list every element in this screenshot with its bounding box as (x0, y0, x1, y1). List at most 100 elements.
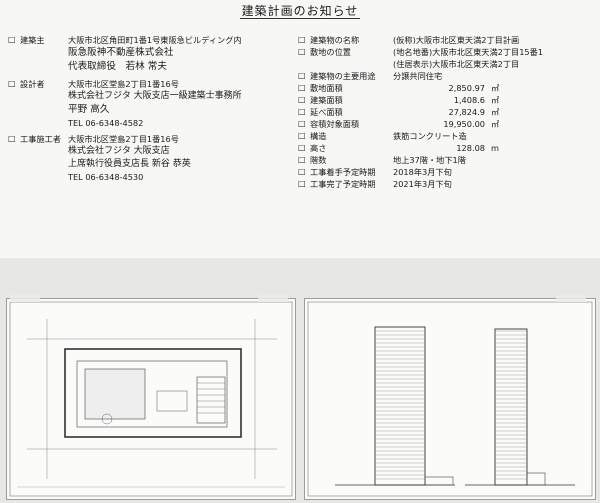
constructor-person-row: 上席執行役員支店長 新谷 恭英 (8, 158, 298, 171)
info-value-group: 鉄筋コンクリート造 (393, 130, 467, 142)
constructor-company: 株式会社フジタ 大阪支店 (68, 146, 170, 156)
checkbox-icon: □ (298, 167, 306, 176)
info-value: 1,408.6 (453, 95, 485, 105)
designer-address: 大阪市北区堂島2丁目1番16号 (68, 79, 179, 89)
info-label: 容積対象面積 (310, 119, 360, 129)
checkbox-icon: □ (298, 107, 306, 116)
info-label: 建築面積 (310, 95, 343, 105)
info-label: 建築物の名称 (310, 35, 360, 45)
drawings-board (0, 258, 600, 503)
info-value-group: (住居表示)大阪市北区東天満2丁目 (393, 58, 519, 70)
checkbox-icon: □ (298, 47, 306, 56)
checkbox-icon: □ (298, 143, 306, 152)
checkbox-icon: □ (8, 35, 16, 44)
info-row: □ 敷地の位置 (地名地番)大阪市北区東天満2丁目15番1 (298, 46, 598, 58)
info-label: 工事着手予定時期 (310, 167, 376, 177)
tape-strip (258, 294, 288, 302)
info-value-group: (仮称)大阪市北区東天満2丁目計画 (393, 34, 519, 46)
checkbox-icon: □ (298, 35, 306, 44)
info-unit: m (491, 143, 499, 153)
info-unit: ㎡ (491, 107, 500, 117)
notice-sign: 建築計画のお知らせ □ 建築主 大阪市北区角田町1番1号東阪急ビルディング内 阪… (8, 4, 598, 190)
tape-strip (10, 294, 40, 302)
info-row: □ 建築物の名称 (仮称)大阪市北区東天満2丁目計画 (298, 34, 598, 46)
designer-label: 設計者 (20, 79, 45, 89)
site-plan-drawing (9, 301, 293, 497)
info-value: (仮称)大阪市北区東天満2丁目計画 (393, 35, 520, 45)
checkbox-icon: □ (8, 134, 16, 143)
info-row: □ 高さ 128.08 m (298, 142, 598, 154)
info-value: (住居表示)大阪市北区東天満2丁目 (393, 59, 520, 69)
info-value-group: 1,408.6 ㎡ (393, 94, 499, 106)
info-value: 19,950.00 (443, 119, 485, 129)
checkbox-icon: □ (8, 79, 16, 88)
checkbox-icon: □ (298, 155, 306, 164)
info-value: (地名地番)大阪市北区東天満2丁目15番1 (393, 47, 544, 57)
checkbox-icon: □ (298, 131, 306, 140)
constructor-row: □ 工事施工者 大阪市北区堂島2丁目1番16号 (8, 133, 298, 145)
info-value-group: 128.08 m (393, 142, 499, 154)
info-row: (住居表示)大阪市北区東天満2丁目 (298, 58, 598, 70)
tape-strip (556, 294, 586, 302)
constructor-tel-row: TEL 06-6348-4530 (8, 171, 298, 183)
building-info-column: □ 建築物の名称 (仮称)大阪市北区東天満2丁目計画 □ 敷地の位置 (地名地番)大阪市北… (298, 34, 598, 190)
notice-title: 建築計画のお知らせ (239, 4, 361, 19)
designer-company: 株式会社フジタ 大阪支店一級建築士事務所 (68, 91, 242, 101)
owner-company-row: 阪急阪神不動産株式会社 (8, 46, 298, 60)
constructor-label: 工事施工者 (20, 134, 61, 144)
info-row: □ 容積対象面積 19,950.00 ㎡ (298, 118, 598, 130)
info-label: 高さ (310, 143, 327, 153)
constructor-company-row: 株式会社フジタ 大阪支店 (8, 145, 298, 158)
info-row: □ 建築物の主要用途 分譲共同住宅 (298, 70, 598, 82)
info-label: 建築物の主要用途 (310, 71, 376, 81)
designer-company-row: 株式会社フジタ 大阪支店一級建築士事務所 (8, 90, 298, 103)
info-value-group: 19,950.00 ㎡ (393, 118, 499, 130)
info-unit: ㎡ (491, 95, 500, 105)
info-value-group: 2018年3月下旬 (393, 166, 452, 178)
info-unit: ㎡ (491, 119, 500, 129)
owner-representative: 代表取締役 若林 常夫 (68, 61, 167, 72)
info-row: □ 構造 鉄筋コンクリート造 (298, 130, 598, 142)
owner-rep-row: 代表取締役 若林 常夫 (8, 60, 298, 74)
info-value: 2018年3月下旬 (393, 167, 452, 177)
info-label: 敷地面積 (310, 83, 343, 93)
owner-label: 建築主 (20, 35, 45, 45)
site-plan-sheet (6, 298, 296, 500)
elevation-drawing (307, 301, 593, 497)
info-row: □ 工事着手予定時期 2018年3月下旬 (298, 166, 598, 178)
checkbox-icon: □ (298, 83, 306, 92)
owner-row: □ 建築主 大阪市北区角田町1番1号東阪急ビルディング内 (8, 34, 298, 46)
info-row: □ 建築面積 1,408.6 ㎡ (298, 94, 598, 106)
info-value-group: 分譲共同住宅 (393, 70, 442, 82)
info-label: 構造 (310, 131, 327, 141)
info-label: 敷地の位置 (310, 47, 351, 57)
constructor-tel: TEL 06-6348-4530 (68, 172, 144, 182)
parties-column: □ 建築主 大阪市北区角田町1番1号東阪急ビルディング内 阪急阪神不動産株式会社… (8, 34, 298, 183)
designer-row: □ 設計者 大阪市北区堂島2丁目1番16号 (8, 78, 298, 90)
info-row: □ 階数 地上37階・地下1階 (298, 154, 598, 166)
owner-company: 阪急阪神不動産株式会社 (68, 47, 174, 58)
checkbox-icon: □ (298, 179, 306, 188)
info-value-group: 地上37階・地下1階 (393, 154, 466, 166)
checkbox-icon: □ (298, 119, 306, 128)
checkbox-icon: □ (298, 71, 306, 80)
info-value: 分譲共同住宅 (393, 71, 443, 81)
constructor-address: 大阪市北区堂島2丁目1番16号 (68, 134, 179, 144)
info-value: 鉄筋コンクリート造 (393, 131, 467, 141)
info-value: 128.08 (456, 143, 485, 153)
checkbox-icon: □ (298, 95, 306, 104)
designer-person-row: 平野 高久 (8, 103, 298, 117)
elevation-sheet (304, 298, 596, 500)
info-value: 2,850.97 (448, 83, 485, 93)
constructor-person: 上席執行役員支店長 新谷 恭英 (68, 159, 191, 169)
designer-tel: TEL 06-6348-4582 (68, 118, 144, 128)
info-value-group: 2021年3月下旬 (393, 178, 452, 190)
info-value-group: (地名地番)大阪市北区東天満2丁目15番1 (393, 46, 543, 58)
info-label: 階数 (310, 155, 327, 165)
designer-person: 平野 高久 (68, 104, 110, 115)
